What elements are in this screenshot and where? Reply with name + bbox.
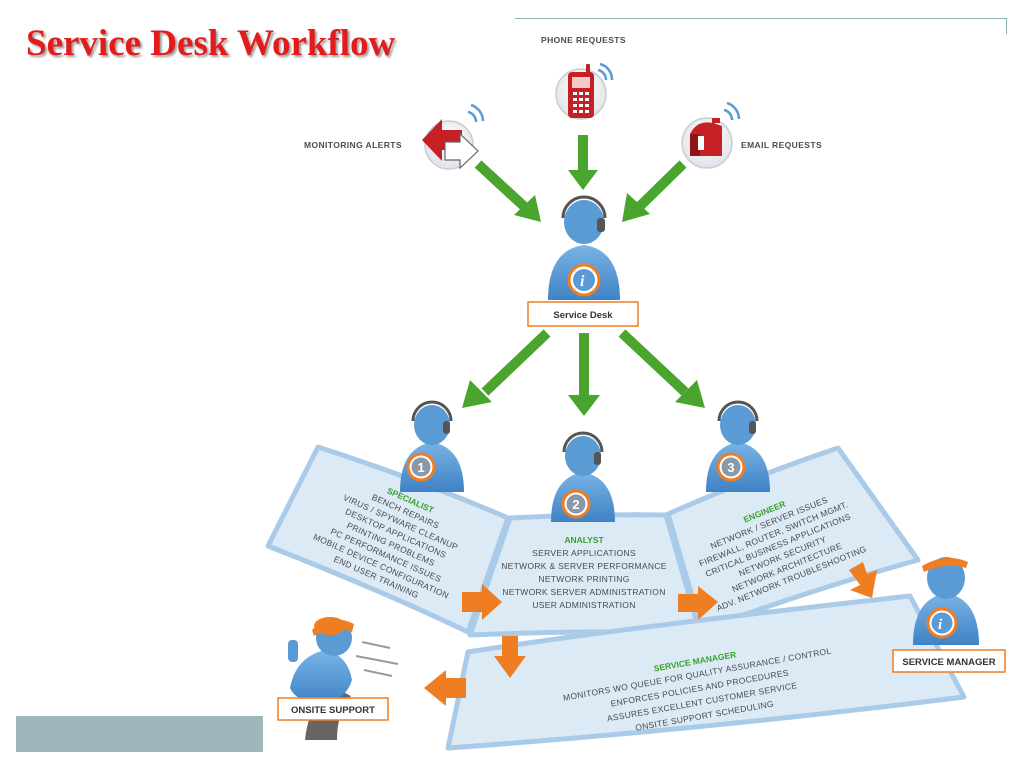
specialist-band (265, 444, 511, 635)
orange-arrow-specialist-to-analyst (462, 584, 502, 620)
analyst-text: ANALYST SERVER APPLICATIONS NETWORK & SE… (501, 535, 667, 610)
analyst-line-3: NETWORK PRINTING (538, 574, 629, 584)
slide-footer-bar (16, 716, 263, 752)
slide-frame-top-line (515, 18, 1007, 19)
green-arrow-from-phone (568, 135, 598, 190)
svg-text:i: i (938, 617, 943, 633)
analyst-line-4: NETWORK SERVER ADMINISTRATION (502, 587, 665, 597)
email-requests-label: EMAIL REQUESTS (741, 140, 822, 150)
analyst-line-1: SERVER APPLICATIONS (532, 548, 636, 558)
orange-arrow-analyst-to-engineer (678, 586, 718, 620)
analyst-line-5: USER ADMINISTRATION (532, 600, 635, 610)
engineer-agent-icon: 3 (706, 400, 770, 492)
service-desk-label: Service Desk (553, 310, 613, 321)
analyst-number: 2 (572, 497, 579, 512)
alert-arrow-icon (422, 103, 485, 170)
green-arrow-to-analyst (568, 333, 600, 416)
green-arrow-from-monitoring (474, 160, 541, 222)
service-manager-band (445, 593, 967, 751)
service-manager-box-label: SERVICE MANAGER (902, 657, 995, 668)
phone-icon (555, 62, 614, 120)
escalation-arrows (424, 562, 877, 706)
tier-bands (265, 444, 967, 751)
page-title: Service Desk Workflow (26, 23, 396, 64)
phone-requests-label: PHONE REQUESTS (541, 35, 626, 45)
monitoring-alerts-label: MONITORING ALERTS (304, 140, 402, 150)
orange-arrow-engineer-to-manager (849, 562, 877, 598)
outbound-arrows (462, 329, 705, 416)
analyst-title: ANALYST (564, 535, 604, 545)
inbound-arrows (474, 135, 687, 222)
service-manager-box: SERVICE MANAGER (892, 649, 1006, 673)
slide-frame-right-line (1006, 18, 1007, 34)
svg-text:i: i (580, 273, 585, 290)
green-arrow-to-engineer (618, 329, 705, 408)
orange-arrow-analyst-to-manager (494, 636, 526, 678)
headset-agent-icon: i (548, 195, 620, 300)
specialist-number: 1 (417, 460, 424, 475)
green-arrow-to-specialist (462, 329, 551, 408)
running-technician-icon (288, 617, 399, 740)
analyst-agent-icon: 2 (551, 431, 615, 522)
onsite-support-box: ONSITE SUPPORT (277, 697, 389, 721)
specialist-agent-icon: 1 (400, 400, 464, 492)
service-manager-agent-icon: i (913, 557, 979, 645)
mailbox-icon (681, 101, 741, 169)
engineer-number: 3 (727, 460, 734, 475)
analyst-line-2: NETWORK & SERVER PERFORMANCE (501, 561, 667, 571)
service-desk-box: Service Desk (527, 301, 639, 327)
onsite-support-label: ONSITE SUPPORT (291, 705, 375, 716)
orange-arrow-manager-to-onsite (424, 670, 466, 706)
green-arrow-from-email (622, 160, 687, 222)
